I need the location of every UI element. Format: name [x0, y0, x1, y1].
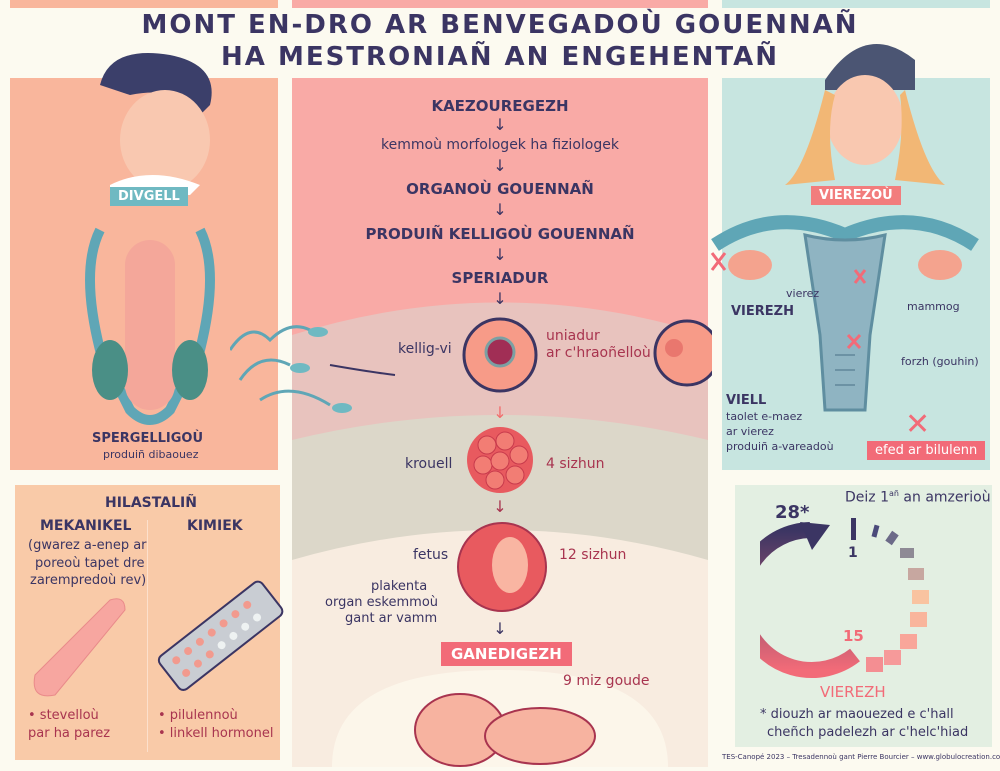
chemical-title: KIMIEK [187, 518, 243, 534]
female-anatomy-illustration [710, 215, 979, 412]
male-portrait-illustration [100, 53, 212, 195]
arrow-down-icon: ↓ [493, 619, 507, 638]
fetus-label: fetus [413, 547, 449, 563]
sperm-label: SPERGELLIGOÙ [92, 431, 204, 446]
placenta-label: plakenta [371, 579, 428, 594]
arrow-down-icon: ↓ [493, 497, 507, 516]
placenta-desc-1: organ eskemmoù [325, 595, 439, 610]
sperm-desc: produiñ dibaouez [103, 448, 199, 461]
cross-icon: ✕ [905, 407, 931, 442]
sperm-cells-illustration [230, 325, 396, 413]
fetus-time: 12 sizhun [559, 547, 627, 563]
contraception-title: HILASTALIÑ [105, 495, 197, 511]
morula-illustration [467, 427, 533, 493]
fusion-label-1: uniadur [546, 328, 600, 344]
cycle-heading: Deiz 1añ an amzerioù [845, 489, 991, 506]
cycle-panel [735, 485, 992, 747]
flow-step-organs: ORGANOÙ GOUENNAÑ [406, 180, 594, 198]
title-line-2: HA MESTRONIAÑ AN ENGEHENTAÑ [221, 42, 779, 72]
mechanical-desc-1: (gwarez a-enep ar [28, 538, 147, 553]
ovum-illustration [653, 319, 712, 387]
ovum-desc-1: taolet e-maez [726, 410, 803, 423]
mechanical-desc-3: zarempredoù rev) [30, 573, 147, 588]
birth-badge: GANEDIGEZH [441, 642, 572, 666]
birth-time: 9 miz goude [563, 673, 650, 689]
condom-illustration [33, 598, 126, 697]
placenta-desc-2: gant ar vamm [345, 611, 438, 626]
ovum-desc-2: ar vierez [726, 425, 774, 438]
uterus-label: mammog [907, 300, 960, 313]
cycle-heading-sup: añ [889, 489, 899, 498]
ovum-desc-3: produiñ a-vareadoù [726, 440, 834, 453]
arrow-down-icon: ↓ [493, 289, 507, 308]
female-badge: VIEREZOÙ [811, 186, 901, 205]
arrow-down-icon: ↓ [493, 200, 507, 219]
cycle-wheel [760, 518, 929, 678]
mechanical-item-1: • stevelloù [28, 708, 99, 723]
arrow-down-icon: ↓ [493, 245, 507, 264]
flow-step-puberty: KAEZOUREGEZH [431, 97, 569, 115]
cycle-note-2: cheñch padelezh ar c'helc'hiad [767, 725, 969, 740]
mechanical-desc-2: poreoù tapet dre [35, 556, 145, 571]
arrow-down-icon: ↓ [493, 156, 507, 175]
ovulation-label: VIEREZH [731, 304, 794, 319]
chemical-item-1: • pilulennoù [158, 708, 238, 723]
chemical-item-2: • linkell hormonel [158, 726, 274, 741]
egg-cell-illustration [462, 317, 538, 393]
pill-effect-badge: efed ar bilulenn [867, 441, 986, 460]
flow-step-fertilization: SPERIADUR [451, 269, 549, 287]
baby-illustration [414, 693, 596, 767]
male-badge: DIVGELL [110, 187, 188, 206]
ovary-label: vierez [786, 287, 820, 300]
title-line-1: MONT EN-DRO AR BENVEGADOÙ GOUENNAÑ [141, 10, 859, 40]
cycle-day-end: 28* [775, 502, 810, 523]
morula-time: 4 sizhun [546, 456, 605, 472]
mechanical-title: MEKANIKEL [40, 518, 132, 534]
cycle-heading-rest: an amzerioù [898, 489, 991, 506]
flow-step-gametes: PRODUIÑ KELLIGOÙ GOUENNAÑ [365, 225, 635, 243]
morula-label: krouell [405, 456, 453, 472]
egg-cell-label: kellig-vi [398, 341, 452, 357]
mechanical-item-2: par ha parez [28, 726, 111, 741]
cycle-day-ovulation: 15 [843, 627, 864, 645]
cycle-note-1: * diouzh ar maouezed e c'hall [760, 707, 954, 722]
ovum-title: VIELL [726, 393, 767, 408]
credits: TES-Canopé 2023 – Tresadennoù gant Pierr… [722, 753, 1000, 761]
arrow-down-icon: ↓ [493, 115, 507, 134]
cycle-day-start: 1 [848, 545, 858, 561]
female-portrait-illustration [785, 44, 945, 185]
cycle-ovulation-label: VIEREZH [820, 683, 886, 701]
arrow-down-icon: ↓ [493, 403, 507, 422]
flow-step-changes: kemmoù morfologek ha fiziologek [381, 137, 619, 153]
pill-pack-illustration [157, 580, 284, 691]
fetus-illustration [457, 522, 547, 612]
male-anatomy-illustration [85, 227, 215, 425]
divider [147, 520, 148, 752]
vagina-label: forzh (gouhin) [901, 355, 979, 368]
cycle-heading-text: Deiz 1 [845, 489, 889, 506]
fusion-label-2: ar c'hraoñelloù [546, 345, 651, 361]
